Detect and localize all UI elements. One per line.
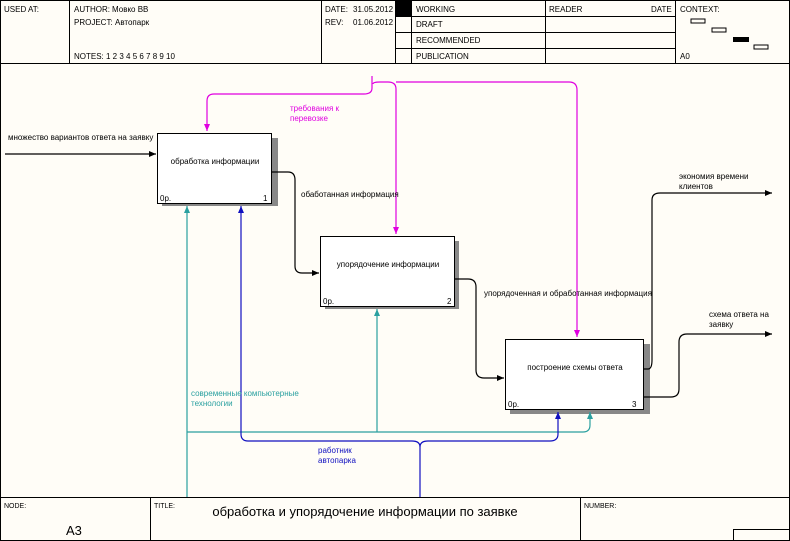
control-arrows <box>204 76 580 337</box>
status-working: WORKING <box>416 5 456 14</box>
status-recommended: RECOMMENDED <box>416 36 481 45</box>
flow2-arrow <box>455 278 504 381</box>
number-label: NUMBER: <box>584 503 617 510</box>
flow2-arrow-label: упорядоченная и обработанная информация <box>484 289 652 298</box>
box-2 <box>320 236 455 307</box>
mech-blue-arrows <box>238 206 561 497</box>
output2-arrow-label: схема ответа на заявку <box>709 310 769 329</box>
node-value: A3 <box>66 523 82 538</box>
project-label: PROJECT: <box>74 18 113 27</box>
box-3 <box>505 339 644 410</box>
box-2-number: 2 <box>447 297 452 306</box>
box-3-cost: 0р. <box>508 400 520 409</box>
box-2-cost: 0р. <box>323 297 335 306</box>
status-draft: DRAFT <box>416 20 443 29</box>
author-label: AUTHOR: <box>74 5 110 14</box>
mech2-arrow-label: работник автопарка <box>318 446 356 465</box>
box-2-label[interactable]: упорядочение информации <box>336 260 440 269</box>
used-at-label: USED AT: <box>4 5 39 14</box>
notes-label: NOTES: <box>74 52 104 61</box>
working-status-marker <box>396 1 411 16</box>
output2-arrow <box>644 331 772 398</box>
mech-teal-arrows <box>184 206 593 497</box>
flow1-arrow <box>272 171 319 276</box>
box-1-label[interactable]: обработка информации <box>170 157 260 166</box>
project-value: Автопарк <box>115 18 150 27</box>
notes-value: 1 2 3 4 5 6 7 8 9 10 <box>106 52 175 61</box>
context-thumbnail <box>690 18 769 50</box>
input-arrow-label: множество вариантов ответа на заявку <box>8 133 154 142</box>
reader-date-label: DATE <box>651 5 672 14</box>
rev-label: REV: <box>325 18 344 27</box>
author-value: Мовко ВВ <box>112 5 149 14</box>
diagram-title: обработка и упорядочение информации по з… <box>212 504 518 519</box>
box-1-number: 1 <box>263 194 268 203</box>
status-publication: PUBLICATION <box>416 52 469 61</box>
title-label: TITLE: <box>154 503 176 510</box>
box-3-label[interactable]: построение схемы ответа <box>527 363 623 372</box>
rev-value: 01.06.2012 <box>353 18 394 27</box>
mech1-arrow-label: современные компьютерные технологии <box>191 389 299 408</box>
box-3-number: 3 <box>632 400 637 409</box>
header-grid <box>0 0 790 64</box>
activity-boxes <box>157 133 644 410</box>
box-1 <box>157 133 272 204</box>
control-arrow-label: требования к перевозке <box>290 104 340 123</box>
node-label: NODE: <box>4 503 27 510</box>
date-value: 31.05.2012 <box>353 5 394 14</box>
reader-label: READER <box>549 5 583 14</box>
output1-arrow <box>644 190 772 370</box>
output1-arrow-label: экономия времени клиентов <box>679 172 749 191</box>
date-label: DATE: <box>325 5 348 14</box>
context-label: CONTEXT: <box>680 5 720 14</box>
box-1-cost: 0р. <box>160 194 172 203</box>
context-node: A0 <box>680 52 690 61</box>
flow1-arrow-label: обаботанная информация <box>301 190 399 199</box>
